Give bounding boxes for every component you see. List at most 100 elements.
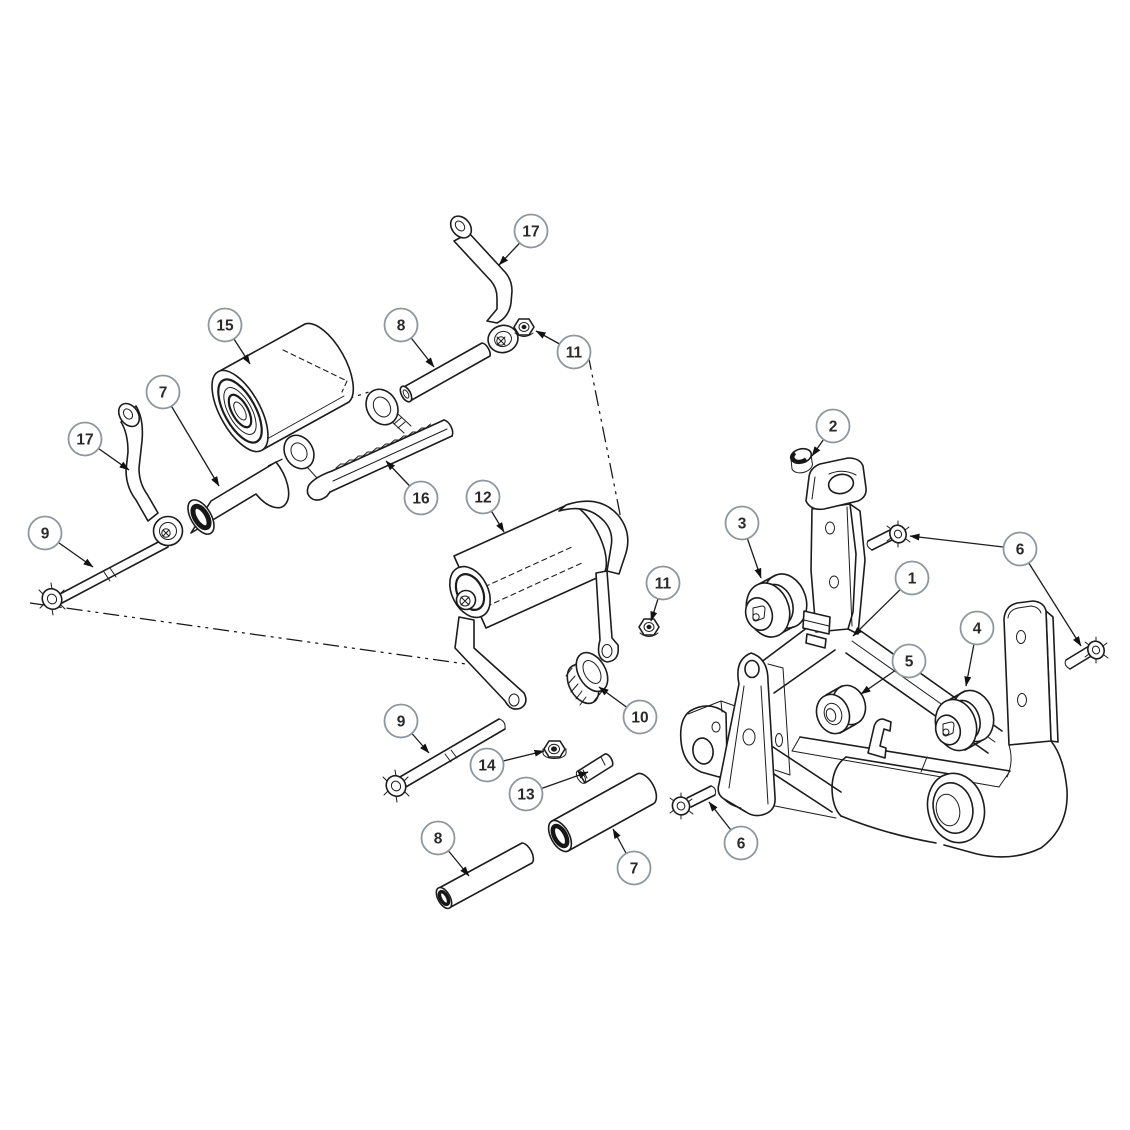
callout-balloon[interactable] (469, 747, 505, 783)
callout-number: 14 (478, 758, 496, 775)
callout-11-13[interactable]: 11 (645, 565, 681, 622)
callout-12-7[interactable]: 12 (465, 479, 505, 533)
callout-number: 8 (434, 831, 443, 848)
leader-line (909, 533, 1021, 550)
callout-balloon[interactable] (616, 850, 652, 886)
callout-16-6[interactable]: 16 (385, 460, 439, 516)
callout-number: 6 (1016, 542, 1025, 559)
bolt-6-upper (866, 520, 911, 551)
callout-9-8[interactable]: 9 (27, 515, 94, 568)
callout-balloon[interactable] (420, 820, 456, 856)
callout-balloon[interactable] (465, 479, 501, 515)
tube-8-lower (435, 842, 535, 910)
callout-balloon[interactable] (1002, 531, 1038, 567)
callout-balloon[interactable] (622, 699, 658, 735)
callout-9-17[interactable]: 9 (383, 703, 430, 754)
bushing-2 (789, 447, 813, 474)
callout-2-9[interactable]: 2 (811, 408, 851, 457)
frame-assembly-1 (669, 447, 1109, 858)
callout-number: 7 (630, 861, 639, 878)
roller-assembly-12 (449, 500, 629, 710)
pulley-3 (744, 573, 808, 638)
callout-balloon[interactable] (383, 703, 419, 739)
callout-1-11[interactable]: 1 (852, 560, 930, 637)
frame-tall-arm (802, 457, 867, 649)
leader-line (162, 391, 220, 487)
callout-balloon[interactable] (383, 307, 419, 343)
bolt-6-right (1064, 636, 1109, 670)
callout-5-15[interactable]: 5 (860, 643, 927, 695)
callout-number: 8 (397, 318, 406, 335)
tube-7-lower (547, 772, 658, 853)
nut-11-upper (513, 318, 535, 337)
bolt-9-upper (38, 538, 170, 616)
nut-11-middle (638, 618, 660, 637)
callout-11-3[interactable]: 11 (535, 330, 592, 370)
frame-boss-lower-left (679, 700, 742, 778)
callout-number: 2 (829, 419, 838, 436)
callout-number: 4 (973, 621, 982, 638)
callout-number: 6 (737, 836, 746, 853)
callout-3-10[interactable]: 3 (724, 505, 762, 579)
callout-balloon[interactable] (959, 610, 995, 646)
bolt-9-lower (382, 718, 506, 803)
callout-balloon[interactable] (724, 505, 760, 541)
callout-6-21[interactable]: 6 (708, 801, 759, 861)
callout-10-16[interactable]: 10 (598, 686, 658, 735)
callout-number: 10 (631, 710, 648, 727)
callout-7-4[interactable]: 7 (145, 374, 220, 487)
callout-8-20[interactable]: 8 (420, 820, 470, 877)
frame-clip-tab (867, 718, 892, 759)
callout-balloon[interactable] (67, 421, 103, 457)
bushing-10 (565, 651, 609, 706)
pin-8-upper (399, 342, 491, 403)
callout-number: 9 (397, 714, 406, 731)
callout-8-2[interactable]: 8 (383, 307, 435, 368)
callout-balloon[interactable] (513, 213, 549, 249)
callout-number: 11 (566, 345, 583, 362)
callout-balloon[interactable] (894, 560, 930, 596)
leader-line (1019, 548, 1082, 647)
callout-17[interactable]: 17 (498, 213, 549, 266)
callout-6-12[interactable]: 6 (909, 531, 1082, 647)
nut-14 (542, 740, 567, 759)
callout-balloon[interactable] (403, 480, 439, 516)
callout-balloon[interactable] (508, 776, 544, 812)
callout-14-18[interactable]: 14 (469, 747, 545, 783)
callout-number: 15 (216, 318, 234, 335)
callout-balloon[interactable] (145, 374, 181, 410)
pulley-4 (934, 689, 995, 752)
callout-number: 3 (738, 516, 747, 533)
callout-balloon[interactable] (723, 825, 759, 861)
callout-number: 1 (908, 571, 917, 588)
callout-number: 17 (522, 224, 539, 241)
callout-balloon[interactable] (27, 515, 63, 551)
callout-number: 5 (905, 654, 914, 671)
callout-balloon[interactable] (645, 565, 681, 601)
callout-17-5[interactable]: 17 (67, 421, 130, 471)
frame-a-bracket (717, 652, 776, 817)
bracket-17-left (117, 402, 184, 547)
spacer-7-upper (187, 461, 290, 535)
frame-u-bracket-right (943, 600, 1068, 858)
roller-15 (211, 322, 355, 453)
callout-number: 13 (517, 787, 535, 804)
callout-7-22[interactable]: 7 (612, 828, 652, 886)
bracket-17-upper (449, 215, 519, 354)
pin-13 (575, 753, 614, 784)
callout-number: 9 (41, 526, 50, 543)
callout-4-14[interactable]: 4 (959, 610, 995, 687)
callout-balloon[interactable] (556, 334, 592, 370)
callout-number: 17 (76, 432, 93, 449)
callout-balloon[interactable] (815, 408, 851, 444)
callout-15-1[interactable]: 15 (207, 307, 251, 365)
callout-13-19[interactable]: 13 (508, 771, 589, 812)
callout-balloon[interactable] (207, 307, 243, 343)
roller-5 (815, 684, 867, 735)
callout-balloon[interactable] (891, 643, 927, 679)
callout-number: 16 (412, 491, 430, 508)
bolt-6-lower-left (669, 785, 716, 820)
